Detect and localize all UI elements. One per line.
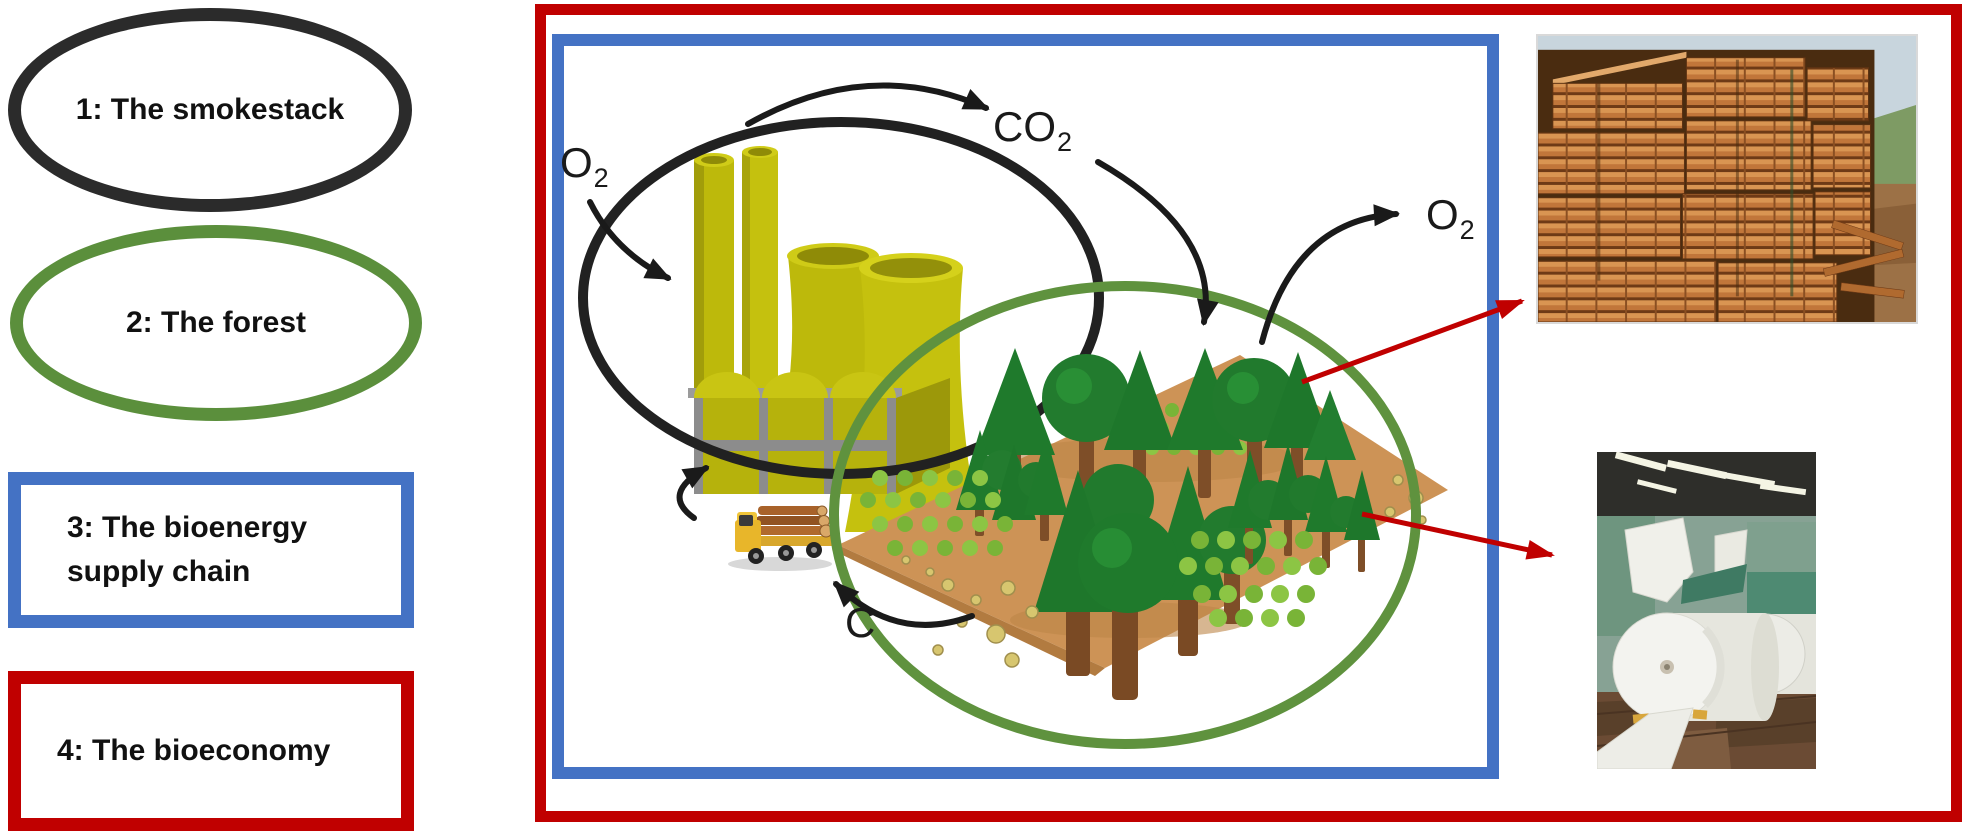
flow-arrows xyxy=(587,82,1400,628)
paper-roll-mill-photo xyxy=(1597,452,1816,769)
legend-label-smokestack: 1: The smokestack xyxy=(75,93,345,126)
product-arrows xyxy=(1301,298,1555,560)
label-o2-output: O2 xyxy=(1426,191,1475,245)
arrow-forest-to-o2 xyxy=(1259,204,1400,345)
arrow-o2-into-smokestack xyxy=(587,199,672,281)
legend-item-bioeconomy: 4: The bioeconomy xyxy=(8,671,414,831)
bioeconomy-box xyxy=(535,4,1962,822)
legend-label-bioeconomy: 4: The bioeconomy xyxy=(57,734,331,767)
arrow-forest-to-lumber xyxy=(1301,298,1525,385)
arrow-smokestack-to-co2 xyxy=(745,82,990,127)
arrow-forest-to-paper xyxy=(1361,511,1555,560)
bioenergy-supply-chain-box xyxy=(552,34,1499,779)
label-carbon: C xyxy=(845,599,876,646)
legend-label-bioenergy-supply-chain: 3: The bioenergy supply chain xyxy=(67,511,308,588)
stacked-timber-photo-art xyxy=(1538,36,1916,322)
forest-ellipse xyxy=(829,281,1421,749)
arrow-truck-to-plant xyxy=(676,465,710,521)
arrow-forest-carbon-to-truck xyxy=(833,581,975,628)
label-co2: CO2 xyxy=(993,103,1073,157)
log-truck-illustration xyxy=(728,505,833,571)
forest-illustration xyxy=(832,348,1448,700)
arrow-co2-to-forest xyxy=(1095,159,1219,326)
legend-label-forest: 2: The forest xyxy=(125,306,307,339)
stacked-timber-photo xyxy=(1536,34,1918,324)
legend-item-bioenergy-supply-chain: 3: The bioenergy supply chain xyxy=(8,472,414,628)
paper-roll-mill-photo-art xyxy=(1597,452,1816,769)
label-o2-input: O2 xyxy=(560,139,609,193)
